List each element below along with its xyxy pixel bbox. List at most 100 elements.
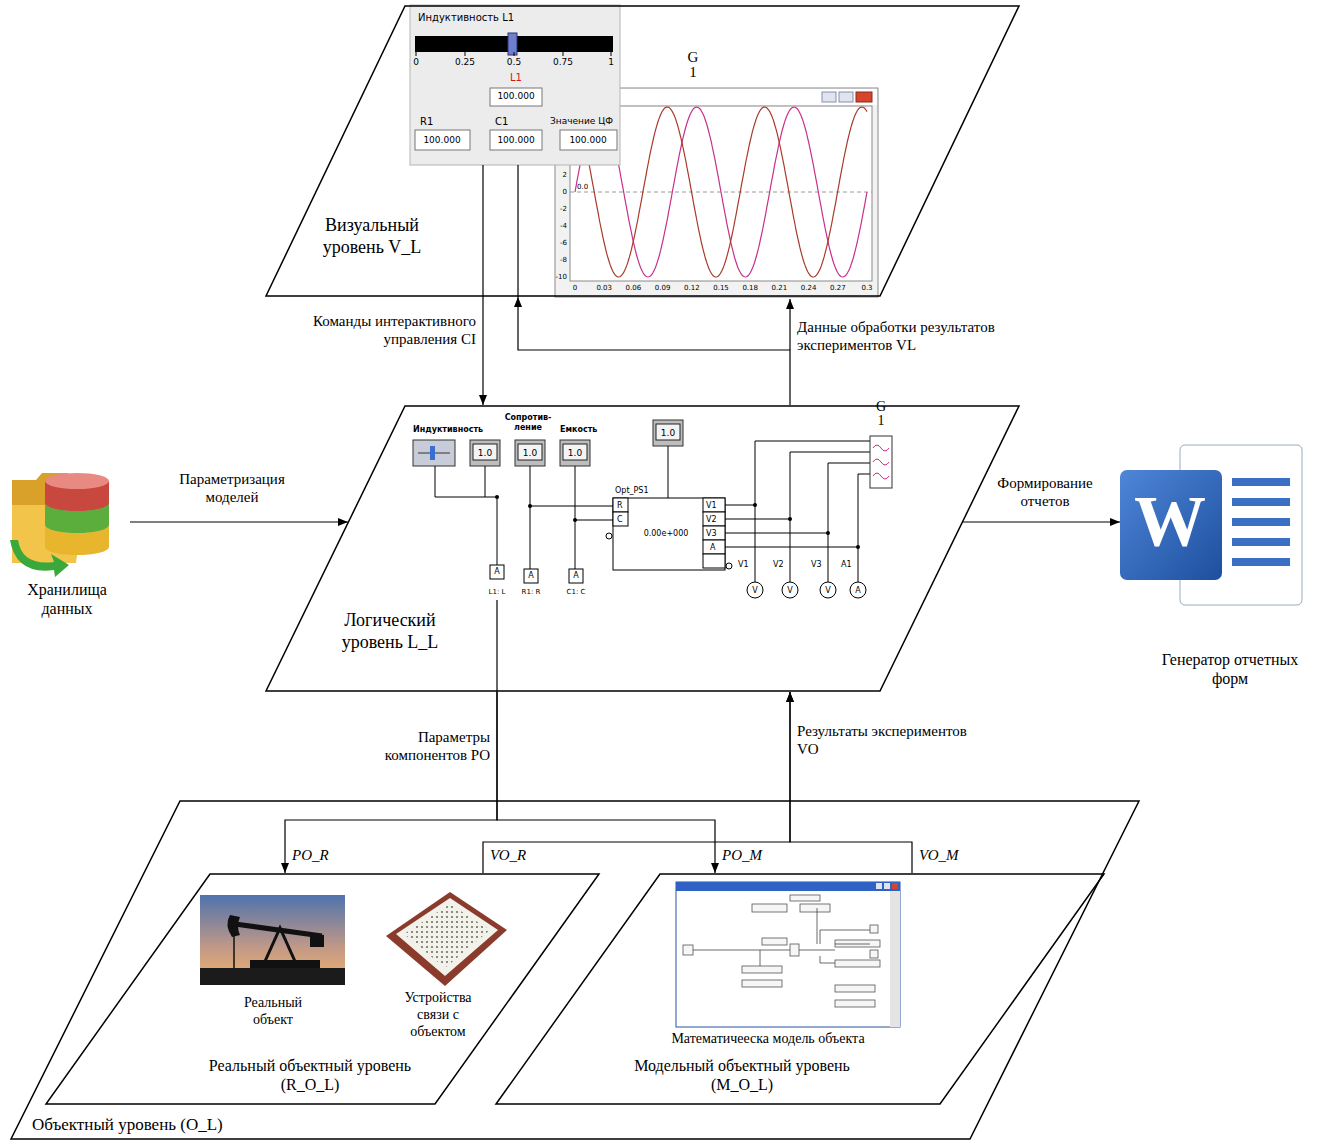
- axis-tick-label: -6: [560, 239, 567, 247]
- flow-label: Результаты экспериментов VO: [797, 722, 987, 758]
- circuit-scheme: [747, 582, 763, 598]
- circuit-scheme: [413, 420, 892, 598]
- circuit-label: 1.0: [661, 428, 675, 439]
- circuit-scheme: [606, 533, 612, 539]
- graph-window: [822, 92, 836, 102]
- circuit-label: A: [494, 567, 499, 577]
- connector-arrow: [497, 692, 715, 873]
- circuit-scheme: [725, 452, 870, 582]
- edge-label: Данные обработки результатов эксперимент…: [797, 318, 1047, 354]
- circuit-label: Емкость: [560, 425, 597, 435]
- circuit-scheme: [435, 466, 497, 565]
- graph-window: [856, 92, 872, 102]
- model-screenshot: [892, 883, 898, 889]
- circuit-scheme: [613, 512, 628, 526]
- circuit-scheme: [703, 540, 725, 554]
- breadboard-device: [386, 892, 507, 986]
- slider-panel-text: C1: [495, 116, 508, 128]
- model-screenshot: [884, 883, 890, 889]
- axis-tick-label: -4: [560, 222, 567, 230]
- circuit-label: V1: [706, 501, 717, 511]
- slider-panel-text: Значение ЦФ: [550, 116, 613, 127]
- data-store-icon: [10, 473, 109, 577]
- circuit-label: R1: R: [522, 588, 541, 596]
- circuit-scheme: [528, 504, 532, 508]
- circuit-scheme: [725, 474, 870, 582]
- level-plane: Визуальный уровень V_L: [265, 5, 1020, 297]
- control-wire: [483, 165, 790, 692]
- circuit-scheme: [563, 444, 587, 460]
- circuit-scheme: [703, 526, 725, 540]
- circuit-scheme: [495, 495, 499, 499]
- connector-arrow: [483, 692, 790, 873]
- breadboard-device: [386, 892, 507, 986]
- slider-panel-text: 0.75: [553, 57, 573, 68]
- circuit-scheme: [870, 436, 892, 488]
- model-screenshot: [683, 945, 693, 955]
- model-screenshot: [742, 980, 782, 987]
- circuit-label: V2: [773, 560, 784, 570]
- level-plane: Логический уровень L_L: [265, 405, 1020, 692]
- circuit-scheme: [560, 440, 590, 466]
- circuit-label: V: [752, 586, 757, 596]
- circuit-label: V: [787, 586, 792, 596]
- oil-pump-photo: [200, 895, 345, 985]
- connector-arrow: [790, 692, 912, 873]
- circuit-label: 1.0: [478, 448, 492, 459]
- model-screenshot: [876, 883, 882, 889]
- model-screenshot: [752, 904, 787, 912]
- plane-outline: [11, 801, 1139, 1139]
- level-title: Визуальный уровень V_L: [307, 215, 437, 258]
- slider-panel-text: 0.25: [455, 57, 475, 68]
- circuit-label: 1.0: [523, 448, 537, 459]
- circuit-scheme: [530, 466, 613, 569]
- model-screenshot: [676, 882, 900, 1027]
- circuit-label: A: [573, 571, 578, 581]
- word-icon: [1232, 538, 1290, 546]
- axis-tick-label: 0: [563, 188, 567, 196]
- sublevel-plane: Модельный объектный уровень (M_O_L): [495, 873, 1105, 1105]
- slider-panel-text: Индуктивность L1: [418, 12, 514, 24]
- circuit-label: 1.0: [568, 448, 582, 459]
- circuit-scheme: [850, 582, 866, 598]
- model-screenshot: [835, 960, 880, 967]
- word-icon: [1120, 445, 1302, 605]
- oil-pump-photo: [250, 960, 320, 968]
- data-store-icon: [10, 540, 69, 577]
- circuit-scheme: [490, 565, 504, 579]
- axis-tick-label: 0.09: [655, 284, 671, 292]
- level-title: Модельный объектный уровень (M_O_L): [627, 1056, 857, 1094]
- slider-panel-text: 100.000: [497, 91, 534, 102]
- model-screenshot: [790, 944, 799, 956]
- circuit-label: L1: L: [489, 588, 506, 596]
- axis-tick-label: -2: [560, 205, 567, 213]
- circuit-label: Индуктивность: [413, 425, 483, 435]
- model-screenshot: [742, 966, 782, 973]
- level-title: Генератор отчетных форм: [1155, 650, 1305, 688]
- circuit-scheme: [575, 466, 613, 569]
- axis-tick-label: -8: [560, 256, 567, 264]
- circuit-scheme: [703, 498, 725, 512]
- report-generator: Генератор отчетных форм: [1120, 440, 1320, 702]
- slider-panel: [410, 5, 620, 165]
- oil-pump-photo: [235, 924, 322, 936]
- slider-panel-text: 100.000: [423, 135, 460, 146]
- circuit-label: G 1: [874, 400, 888, 428]
- circuit-scheme: [856, 545, 860, 549]
- edge-label: VO_M: [919, 846, 959, 864]
- graph-title: G 1: [686, 50, 700, 80]
- oil-pump-photo: [200, 895, 345, 985]
- plane-outline: [496, 874, 1104, 1104]
- slider-panel: [508, 33, 517, 55]
- model-screenshot: [762, 938, 787, 945]
- circuit-scheme: [524, 569, 538, 583]
- model-screenshot: [790, 895, 820, 901]
- slider-panel-text: 0.5: [507, 57, 521, 68]
- circuit-scheme: [826, 531, 830, 535]
- circuit-scheme: [656, 424, 680, 440]
- word-icon: [1232, 498, 1290, 506]
- circuit-scheme: [518, 444, 542, 460]
- circuit-scheme: [782, 582, 798, 598]
- circuit-label: 0.00e+000: [644, 529, 689, 539]
